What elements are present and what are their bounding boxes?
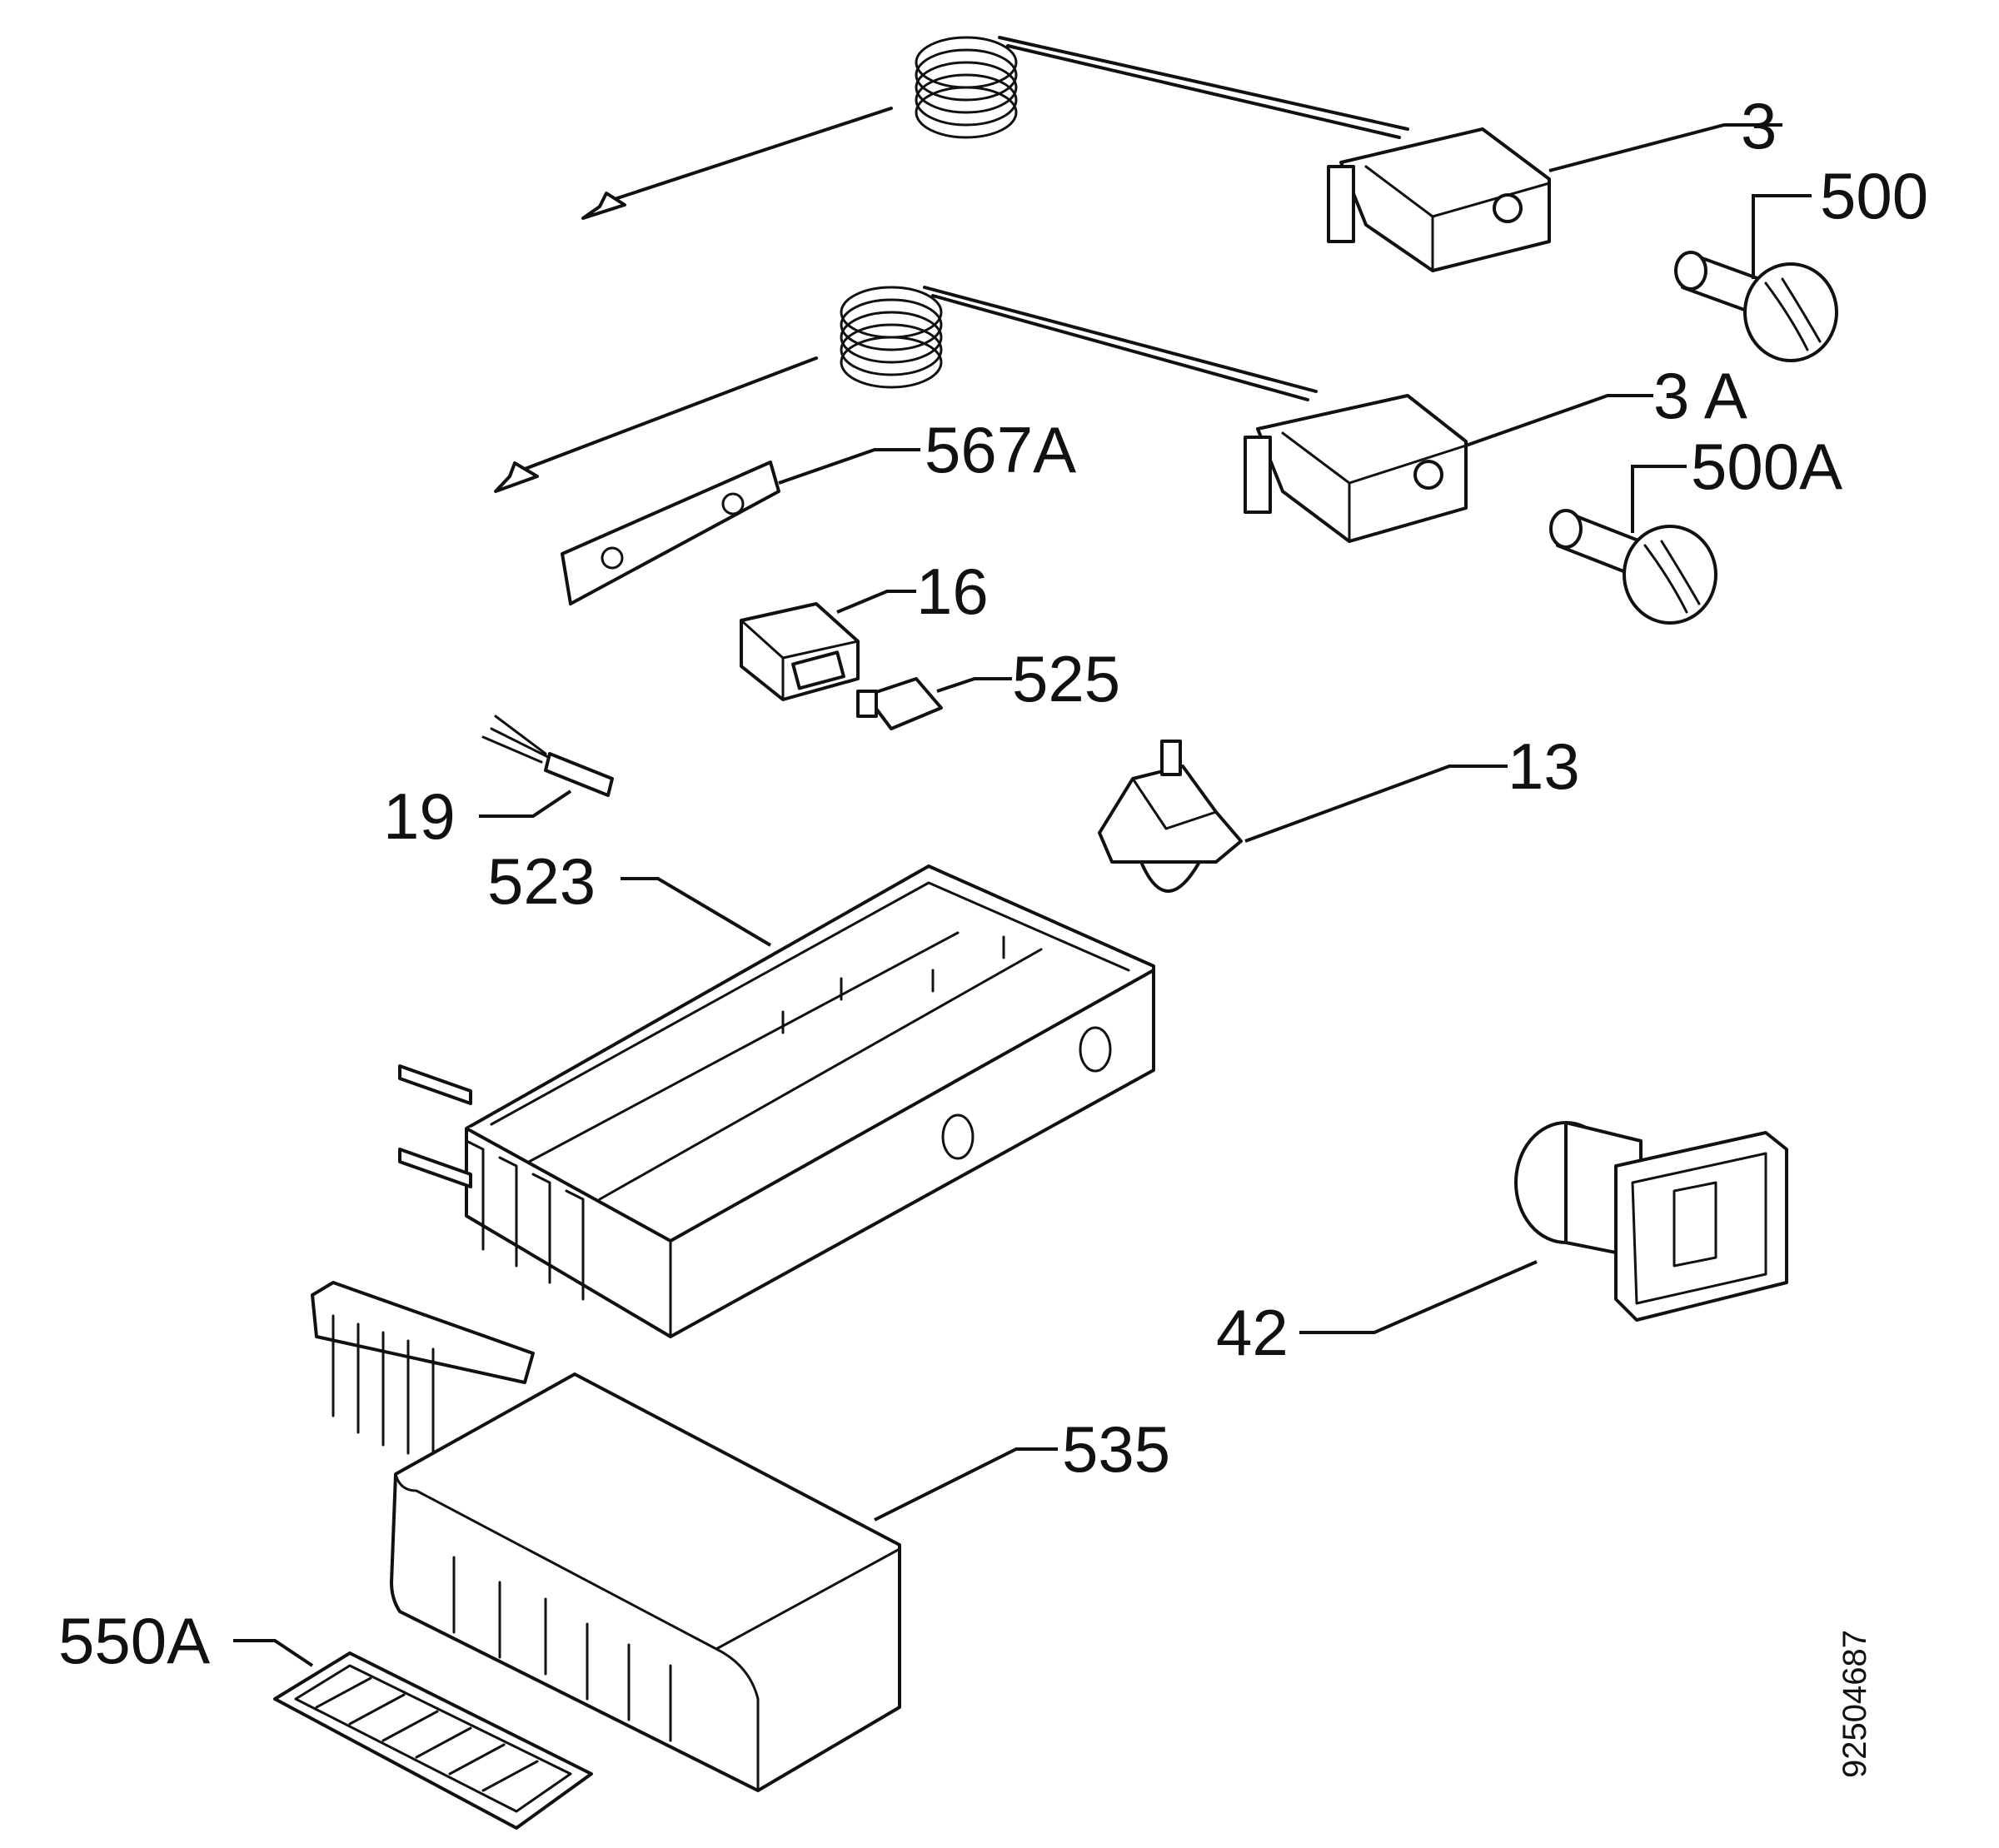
label-500a: 500A — [1691, 430, 1842, 503]
thermostat-3-capillary-coil — [915, 36, 1018, 139]
label-567a: 567A — [925, 413, 1076, 486]
knob-500a: 500A — [1549, 430, 1842, 625]
label-535: 535 — [1062, 1412, 1170, 1486]
label-550a: 550A — [58, 1604, 210, 1677]
label-3a: 3 A — [1653, 359, 1747, 432]
leader-500 — [1752, 194, 1812, 279]
thermostat-3-capillary-tube — [998, 36, 1409, 131]
lamp-cover-535: 535 — [311, 1281, 1170, 1792]
drawing-number: 92504687 — [1837, 1630, 1873, 1778]
switch-16: 16 — [740, 555, 989, 701]
leader-523 — [621, 877, 772, 947]
mounting-plate-567a: 567A — [561, 413, 1076, 605]
thermostat-3a-capillary-tube — [923, 286, 1318, 393]
thermostat-3a-sensor-probe — [494, 461, 539, 493]
label-525: 525 — [1012, 642, 1120, 715]
door-switch-13: 13 — [1098, 730, 1580, 893]
lamp-19: 19 — [383, 715, 614, 853]
thermostat-3-body — [1327, 127, 1551, 272]
leader-13 — [1244, 765, 1508, 843]
leader-535 — [874, 1447, 1058, 1522]
leader-3 — [1548, 123, 1782, 172]
thermostat-3a-shaft — [1413, 460, 1443, 490]
leader-42 — [1299, 1260, 1538, 1334]
thermostat-3-capillary-probe-line — [611, 107, 893, 202]
leader-550a — [233, 1639, 314, 1667]
label-13: 13 — [1508, 730, 1580, 803]
label-16: 16 — [916, 555, 989, 628]
knob-500: 500 — [1674, 159, 1928, 362]
thermostat-3a: 3 A — [494, 286, 1747, 543]
label-500: 500 — [1820, 159, 1928, 232]
label-3: 3 — [1741, 89, 1777, 162]
fan-motor-42: 42 — [1216, 1121, 1788, 1369]
thermostat-3a-body — [1244, 394, 1468, 543]
label-19: 19 — [383, 780, 456, 853]
indicator-lamp-525: 525 — [856, 642, 1120, 730]
leader-500a — [1631, 465, 1687, 533]
leader-525 — [936, 677, 1012, 693]
leader-567a — [778, 448, 920, 485]
label-523: 523 — [487, 844, 596, 918]
thermostat-3a-capillary-coil — [840, 286, 943, 389]
control-housing-523: 523 — [398, 844, 1155, 1338]
grille-550a: 550A — [58, 1604, 593, 1830]
leader-16 — [836, 590, 916, 614]
thermostat-3-shaft — [1493, 193, 1523, 223]
thermostat-3: 3 — [581, 36, 1782, 272]
thermostat-3-sensor-probe — [581, 192, 626, 220]
thermostat-3a-capillary-probe-line — [519, 356, 818, 472]
label-42: 42 — [1216, 1296, 1289, 1369]
leader-3a — [1465, 394, 1653, 447]
leader-19 — [479, 790, 572, 818]
